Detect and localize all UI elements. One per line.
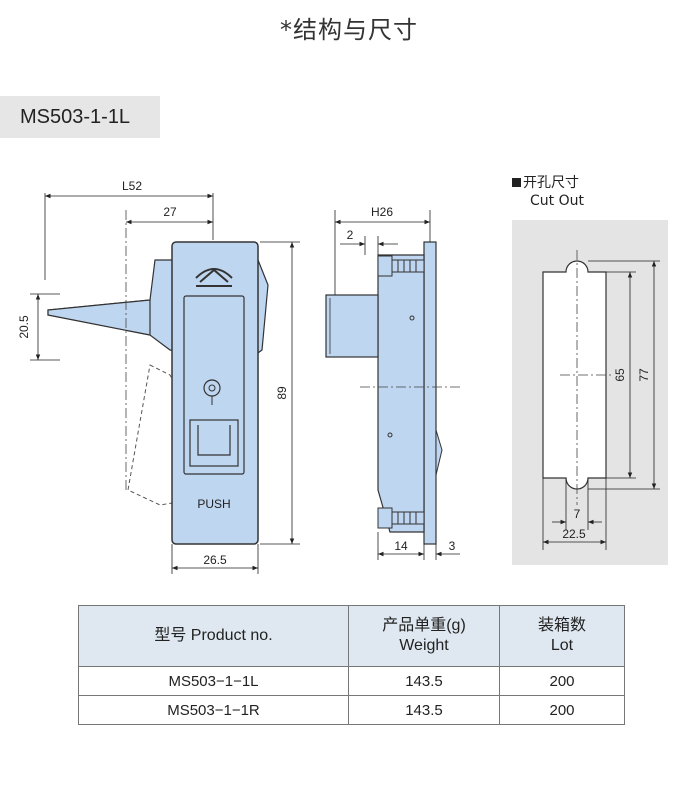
technical-drawing: PUSH L52 27 20.5 89 26.5 <box>17 179 668 574</box>
dim-depth: H26 <box>371 205 393 219</box>
header-weight: 产品单重(g)Weight <box>348 605 500 667</box>
header-product-no: 型号 Product no. <box>78 605 349 667</box>
dim-partial-width: 27 <box>163 205 177 219</box>
dim-body: 14 <box>394 539 408 553</box>
cell-lot: 200 <box>499 666 625 696</box>
cutout-view: 65 77 7 22.5 <box>512 220 668 565</box>
cell-weight: 143.5 <box>348 695 500 725</box>
bolt-bottom-icon <box>377 507 425 529</box>
dim-inner-height: 65 <box>613 368 627 382</box>
push-label: PUSH <box>197 497 230 511</box>
cutout-label-cn: 开孔尺寸 <box>523 175 579 191</box>
dim-plate: 3 <box>449 539 456 553</box>
cell-model: MS503−1−1R <box>78 695 349 725</box>
cutout-label-en: Cut Out <box>530 193 584 209</box>
dim-body-width: 26.5 <box>203 553 227 567</box>
dim-lever-height: 20.5 <box>17 315 31 339</box>
model-tab: MS503-1-1L <box>0 96 160 138</box>
bolt-top-icon <box>377 255 425 277</box>
square-bullet-icon <box>512 178 521 187</box>
cell-lot: 200 <box>499 695 625 725</box>
key-cylinder-icon <box>203 379 221 397</box>
table-row: MS503−1−1R 143.5 200 <box>78 695 625 725</box>
side-view: H26 2 14 3 <box>325 205 460 560</box>
dim-outer-height: 77 <box>637 368 651 382</box>
dim-slot: 7 <box>574 507 581 521</box>
front-view: PUSH L52 27 20.5 89 26.5 <box>17 179 300 574</box>
cutout-label: 开孔尺寸 Cut Out <box>512 174 584 210</box>
cell-weight: 143.5 <box>348 666 500 696</box>
dim-height: 89 <box>275 386 289 400</box>
cell-model: MS503−1−1L <box>78 666 349 696</box>
table-row: MS503−1−1L 143.5 200 <box>78 666 625 696</box>
dim-offset: 2 <box>347 228 354 242</box>
dim-total-width: L52 <box>122 179 142 193</box>
brand-logo-icon <box>195 268 233 287</box>
page-title: *结构与尺寸 <box>280 16 418 44</box>
dim-width: 22.5 <box>562 527 586 541</box>
